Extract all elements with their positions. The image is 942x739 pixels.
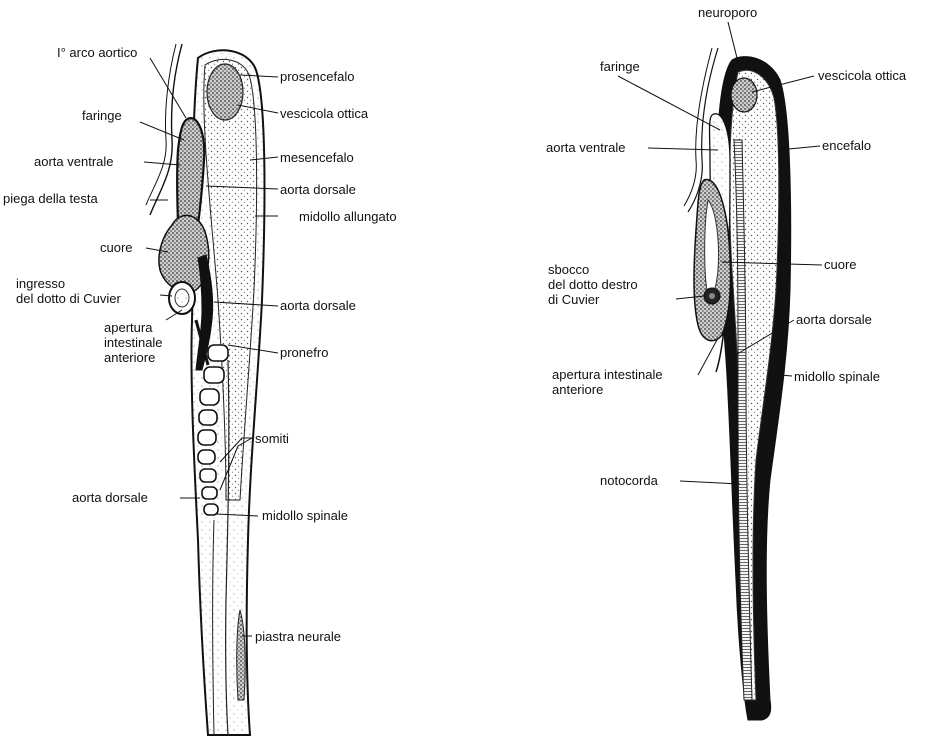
label-vescicola-ottica-right: vescicola ottica bbox=[818, 68, 906, 83]
label-aorta-dorsale-low: aorta dorsale bbox=[72, 490, 148, 505]
label-arco-aortico: I° arco aortico bbox=[57, 45, 137, 60]
right-optic-vesicle bbox=[731, 78, 757, 112]
left-embryo-drawing bbox=[146, 44, 264, 735]
label-aorta-ventrale-left: aorta ventrale bbox=[34, 154, 114, 169]
right-embryo-drawing bbox=[684, 48, 791, 720]
label-sbocco-dotto: sbocco del dotto destro di Cuvier bbox=[548, 262, 638, 307]
label-cuore-left: cuore bbox=[100, 240, 133, 255]
label-faringe-right: faringe bbox=[600, 59, 640, 74]
label-piastra-neurale: piastra neurale bbox=[255, 629, 341, 644]
label-midollo-spinale-left: midollo spinale bbox=[262, 508, 348, 523]
label-notocorda: notocorda bbox=[600, 473, 658, 488]
label-encefalo: encefalo bbox=[822, 138, 871, 153]
label-apertura-intestinale-left: apertura intestinale anteriore bbox=[104, 320, 163, 365]
label-piega-testa: piega della testa bbox=[3, 191, 98, 206]
label-somiti: somiti bbox=[255, 431, 289, 446]
label-pronefro: pronefro bbox=[280, 345, 328, 360]
label-midollo-allungato: midollo allungato bbox=[299, 209, 397, 224]
label-aorta-dorsale-mid: aorta dorsale bbox=[280, 298, 356, 313]
label-vescicola-ottica-left: vescicola ottica bbox=[280, 106, 368, 121]
label-cuore-right: cuore bbox=[824, 257, 857, 272]
label-ingresso-dotto: ingresso del dotto di Cuvier bbox=[16, 276, 121, 306]
label-faringe-left: faringe bbox=[82, 108, 122, 123]
label-midollo-spinale-right: midollo spinale bbox=[794, 369, 880, 384]
label-aorta-ventrale-right: aorta ventrale bbox=[546, 140, 626, 155]
label-prosencefalo: prosencefalo bbox=[280, 69, 354, 84]
label-aorta-dorsale-right: aorta dorsale bbox=[796, 312, 872, 327]
label-neuroporo: neuroporo bbox=[698, 5, 757, 20]
label-aorta-dorsale-top: aorta dorsale bbox=[280, 182, 356, 197]
label-apertura-intestinale-right: apertura intestinale anteriore bbox=[552, 367, 663, 397]
label-mesencefalo: mesencefalo bbox=[280, 150, 354, 165]
left-optic-vesicle bbox=[207, 64, 243, 120]
